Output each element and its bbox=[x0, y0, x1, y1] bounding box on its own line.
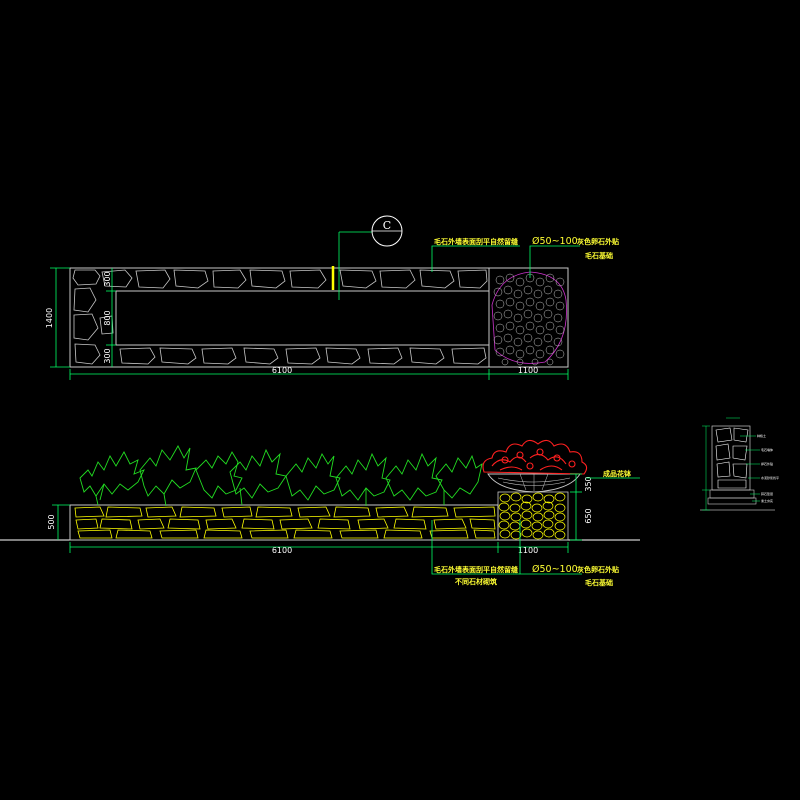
elevation-dimension-lines bbox=[52, 473, 582, 553]
plan-dim-bottom-border: 300 bbox=[103, 348, 112, 363]
elevation-dim-wall-height: 500 bbox=[47, 514, 56, 529]
section-note-2: 毛石墙体 bbox=[761, 447, 773, 452]
elevation-note-flower-bowl: 成品花钵 bbox=[603, 469, 632, 478]
plan-note-pebble-desc: 灰色卵石外贴 bbox=[577, 237, 619, 246]
section-note-4: 水泥砂浆找平 bbox=[761, 475, 779, 480]
elevation-dim-bowl-height: 350 bbox=[584, 476, 593, 491]
section-note-5: 碎石垫层 bbox=[761, 491, 773, 496]
elevation-wall-outline bbox=[69, 504, 499, 541]
section-cut-marker: C bbox=[331, 215, 403, 300]
plan-note-base: 毛石基础 bbox=[585, 251, 613, 260]
section-note-1: 种植土 bbox=[757, 433, 766, 438]
section-note-3: 卵石外贴 bbox=[761, 461, 773, 466]
plan-leaders bbox=[431, 245, 580, 278]
elevation-note-pebble-desc: 灰色卵石外贴 bbox=[577, 565, 619, 574]
elevation-dim-length-end: 1100 bbox=[518, 546, 538, 555]
section-note-6: 素土夯实 bbox=[761, 498, 773, 503]
elevation-leaders bbox=[431, 477, 640, 575]
plan-note-pebble-size: Ø50~100 bbox=[532, 236, 578, 247]
elevation-dim-length-main: 6100 bbox=[272, 546, 292, 555]
elevation-pebble-pedestal bbox=[497, 491, 569, 541]
plan-dim-length-main: 6100 bbox=[272, 366, 292, 375]
plan-stone-pattern bbox=[72, 269, 488, 365]
elevation-note-stone-face-sub: 不同石材砌筑 bbox=[455, 577, 497, 586]
plan-inner-void bbox=[115, 290, 490, 346]
flower-bowl bbox=[487, 473, 581, 493]
plan-dim-top-border: 300 bbox=[103, 271, 112, 286]
plan-dimension-lines bbox=[50, 267, 569, 380]
elevation-dim-pedestal-height: 650 bbox=[584, 508, 593, 523]
elevation-plants bbox=[79, 445, 483, 507]
section-cut-label: C bbox=[383, 219, 391, 232]
plan-note-stone-face: 毛石外墙表面刮平自然留缝 bbox=[434, 237, 518, 246]
elevation-note-stone-face: 毛石外墙表面刮平自然留缝 bbox=[434, 565, 518, 574]
plan-dim-width: 1400 bbox=[45, 308, 54, 328]
elevation-view: 500 350 650 6100 1100 成品花钵 毛石外墙表面刮平自然留缝 … bbox=[0, 439, 640, 587]
elevation-stone-pattern bbox=[74, 506, 496, 539]
plan-dim-length-end: 1100 bbox=[518, 366, 538, 375]
plan-view: C 1400 300 800 300 6100 1100 毛石外墙表面刮平自然留… bbox=[45, 215, 619, 380]
plan-outer-outline bbox=[69, 267, 569, 368]
plan-pebble-pedestal bbox=[491, 271, 567, 366]
elevation-note-base: 毛石基础 bbox=[585, 578, 613, 587]
elevation-note-pebble-size: Ø50~100 bbox=[532, 564, 578, 575]
flower-bowl-flowers bbox=[482, 439, 588, 475]
section-detail: 种植土 毛石墙体 卵石外贴 水泥砂浆找平 碎石垫层 素土夯实 bbox=[700, 417, 779, 511]
plan-dim-inner: 800 bbox=[103, 310, 112, 325]
